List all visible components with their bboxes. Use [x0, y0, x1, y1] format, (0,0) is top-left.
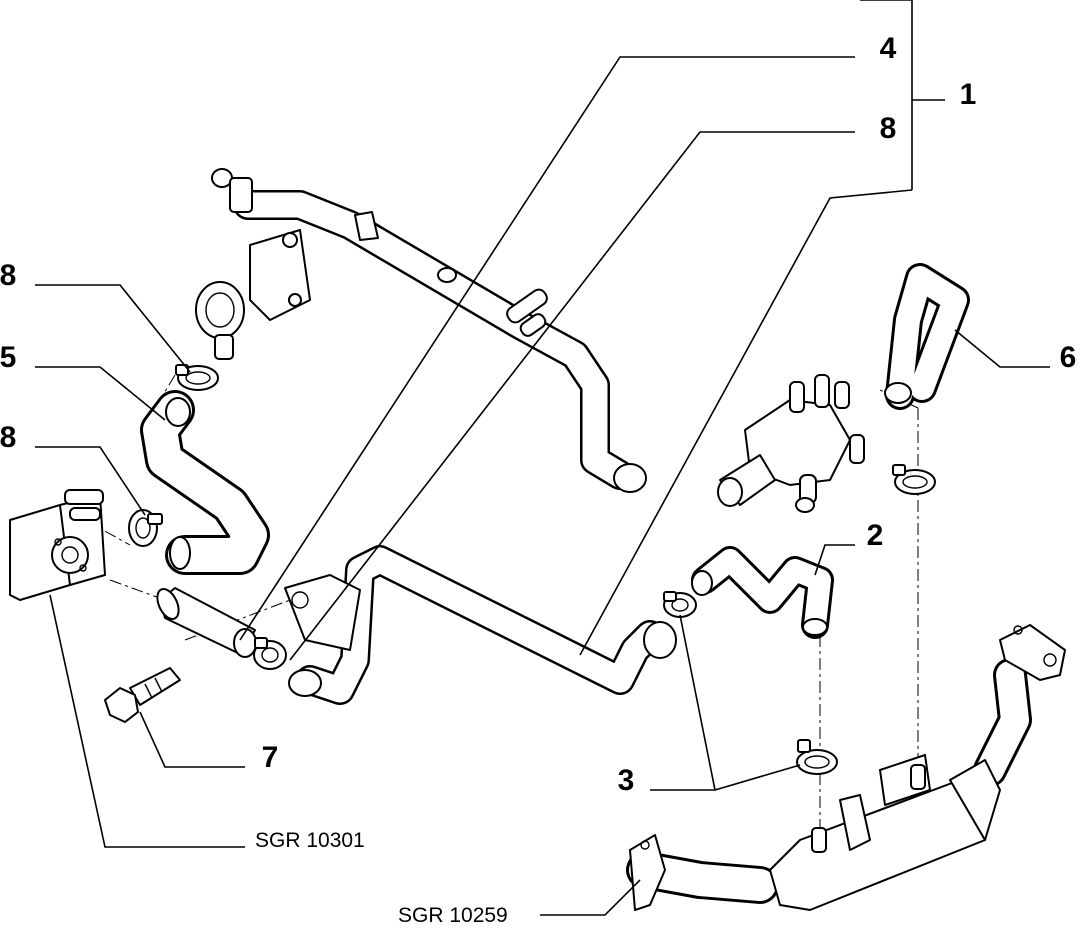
callout-6: 6 [1060, 341, 1077, 374]
upper-coolant-pipe [195, 168, 647, 493]
clamp-3-upper [663, 591, 697, 618]
hose-2 [691, 546, 834, 639]
hose-6 [884, 263, 970, 410]
bolt-7 [104, 667, 181, 723]
hose-clamps [128, 364, 936, 775]
egr-cooler [626, 624, 1066, 911]
callout-labels: 4 1 8 8 5 8 6 2 7 3 SGR 10301 SGR 10259 [0, 32, 1076, 927]
clamp-6 [892, 464, 936, 495]
oil-cooler [9, 489, 106, 601]
callout-8-left-top: 8 [0, 259, 16, 292]
callout-8-left-mid: 8 [0, 421, 16, 454]
callout-8-top: 8 [880, 112, 897, 145]
clamp-3-lower [796, 739, 838, 775]
lower-coolant-pipe [284, 545, 677, 705]
callout-5: 5 [0, 341, 16, 374]
callout-1: 1 [960, 78, 977, 111]
clamp-8-top [175, 364, 219, 391]
leader-lines [35, 0, 1050, 916]
clamp-8-left [128, 509, 163, 547]
thermostat-housing [717, 374, 865, 513]
hose-5 [140, 390, 270, 575]
callout-3: 3 [618, 764, 635, 797]
clamp-8-mid [253, 637, 287, 670]
reference-oil-cooler: SGR 10301 [255, 829, 365, 852]
callout-7: 7 [262, 741, 279, 774]
callout-2: 2 [867, 519, 884, 552]
connector-tube [156, 587, 257, 658]
reference-egr-cooler: SGR 10259 [398, 904, 508, 927]
callout-4: 4 [880, 32, 897, 65]
